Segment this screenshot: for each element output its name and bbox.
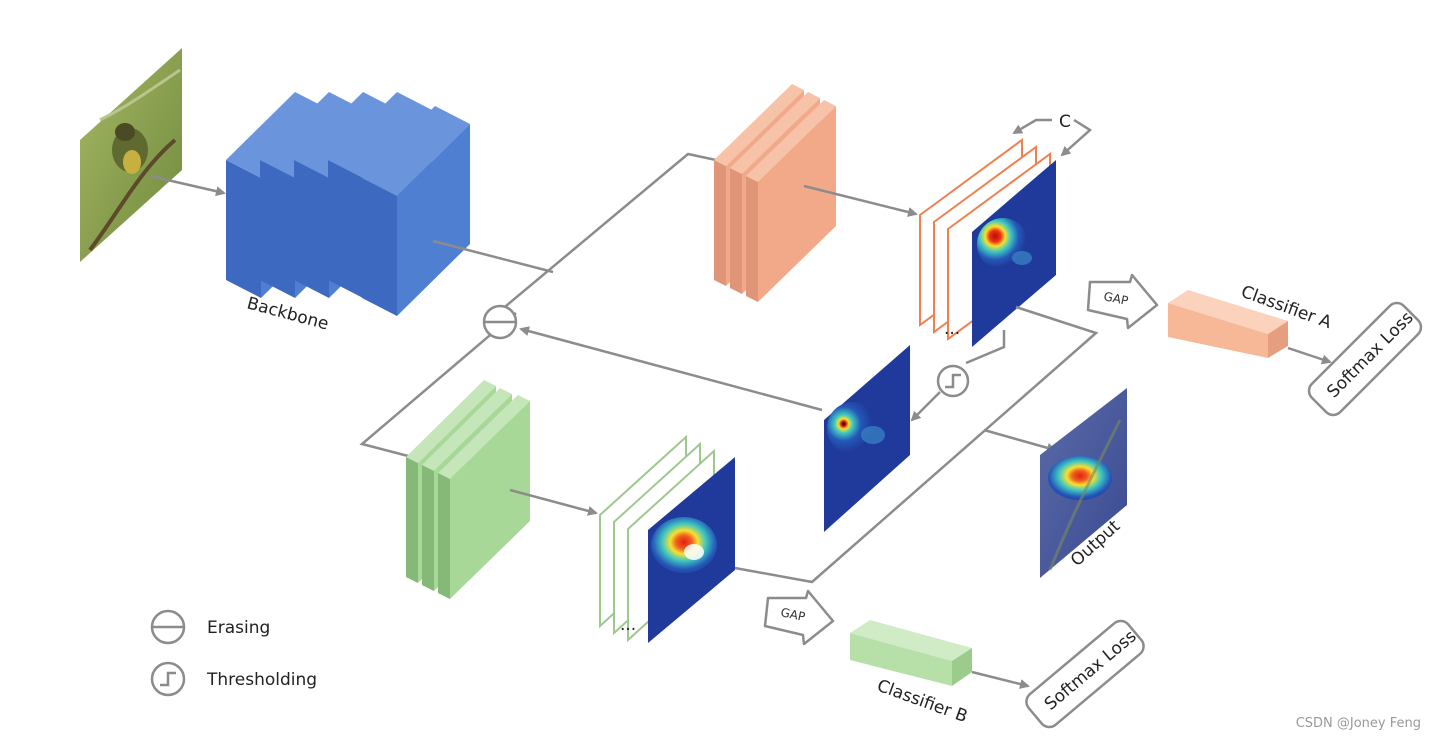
softmax-loss-b-box: Softmax Loss <box>1025 619 1145 729</box>
branch-a-heatmap <box>972 160 1056 347</box>
ellipsis-b: ... <box>620 615 636 635</box>
gap-a-arrow <box>1086 273 1159 330</box>
branch-a-input-line <box>487 152 717 322</box>
branch-a-to-maps-arrow <box>803 184 918 217</box>
backbone-output-line <box>432 239 554 274</box>
branch-b-blocks <box>406 380 530 599</box>
backbone-label: Backbone <box>245 294 331 335</box>
thresholding-node <box>936 364 970 398</box>
branch-b-input-line <box>359 312 517 459</box>
gap-b-label: GAP <box>779 605 806 624</box>
mask-to-output-arrow <box>983 428 1057 453</box>
backbone-block-5 <box>362 106 470 316</box>
mask-to-erasing-arrow <box>519 326 823 412</box>
legend-thresholding-icon <box>150 661 186 697</box>
heatmap-to-threshold-line <box>965 330 1006 365</box>
branch-b-feature-maps <box>599 434 735 643</box>
classifier-b-block <box>850 620 972 686</box>
watermark: CSDN @Joney Feng <box>1295 716 1421 731</box>
erasing-node <box>482 304 518 340</box>
classifier-a-to-loss-arrow <box>1287 346 1332 365</box>
gap-b-arrow <box>763 589 835 646</box>
channel-bracket <box>1012 118 1093 157</box>
threshold-to-mask-arrow <box>910 391 941 422</box>
branch-a-blocks <box>714 84 836 302</box>
mask-heatmap <box>824 345 910 532</box>
classifier-a-block <box>1168 290 1288 358</box>
channel-label: C <box>1059 112 1071 132</box>
softmax-loss-a-label: Softmax Loss <box>1323 308 1417 402</box>
ellipsis-a: ... <box>944 319 960 339</box>
branch-b-heatmap <box>648 457 735 643</box>
input-bird-image <box>80 48 182 262</box>
output-image <box>1040 388 1127 578</box>
classifier-b-to-loss-arrow <box>971 670 1030 689</box>
legend-erasing-icon <box>150 609 186 645</box>
input-to-backbone-arrow <box>149 174 226 197</box>
branch-b-to-maps-arrow <box>509 488 598 516</box>
classifier-b-label: Classifier B <box>874 676 970 727</box>
gap-a-label: GAP <box>1102 289 1129 308</box>
fusion-diamond-line <box>734 305 1099 584</box>
legend-erasing-label: Erasing <box>207 618 270 638</box>
legend-thresholding-label: Thresholding <box>206 670 317 690</box>
legend: Erasing Thresholding <box>150 609 317 697</box>
softmax-loss-b-label: Softmax Loss <box>1041 626 1141 714</box>
backbone-blocks <box>226 92 470 316</box>
branch-a-feature-maps <box>919 138 1056 347</box>
